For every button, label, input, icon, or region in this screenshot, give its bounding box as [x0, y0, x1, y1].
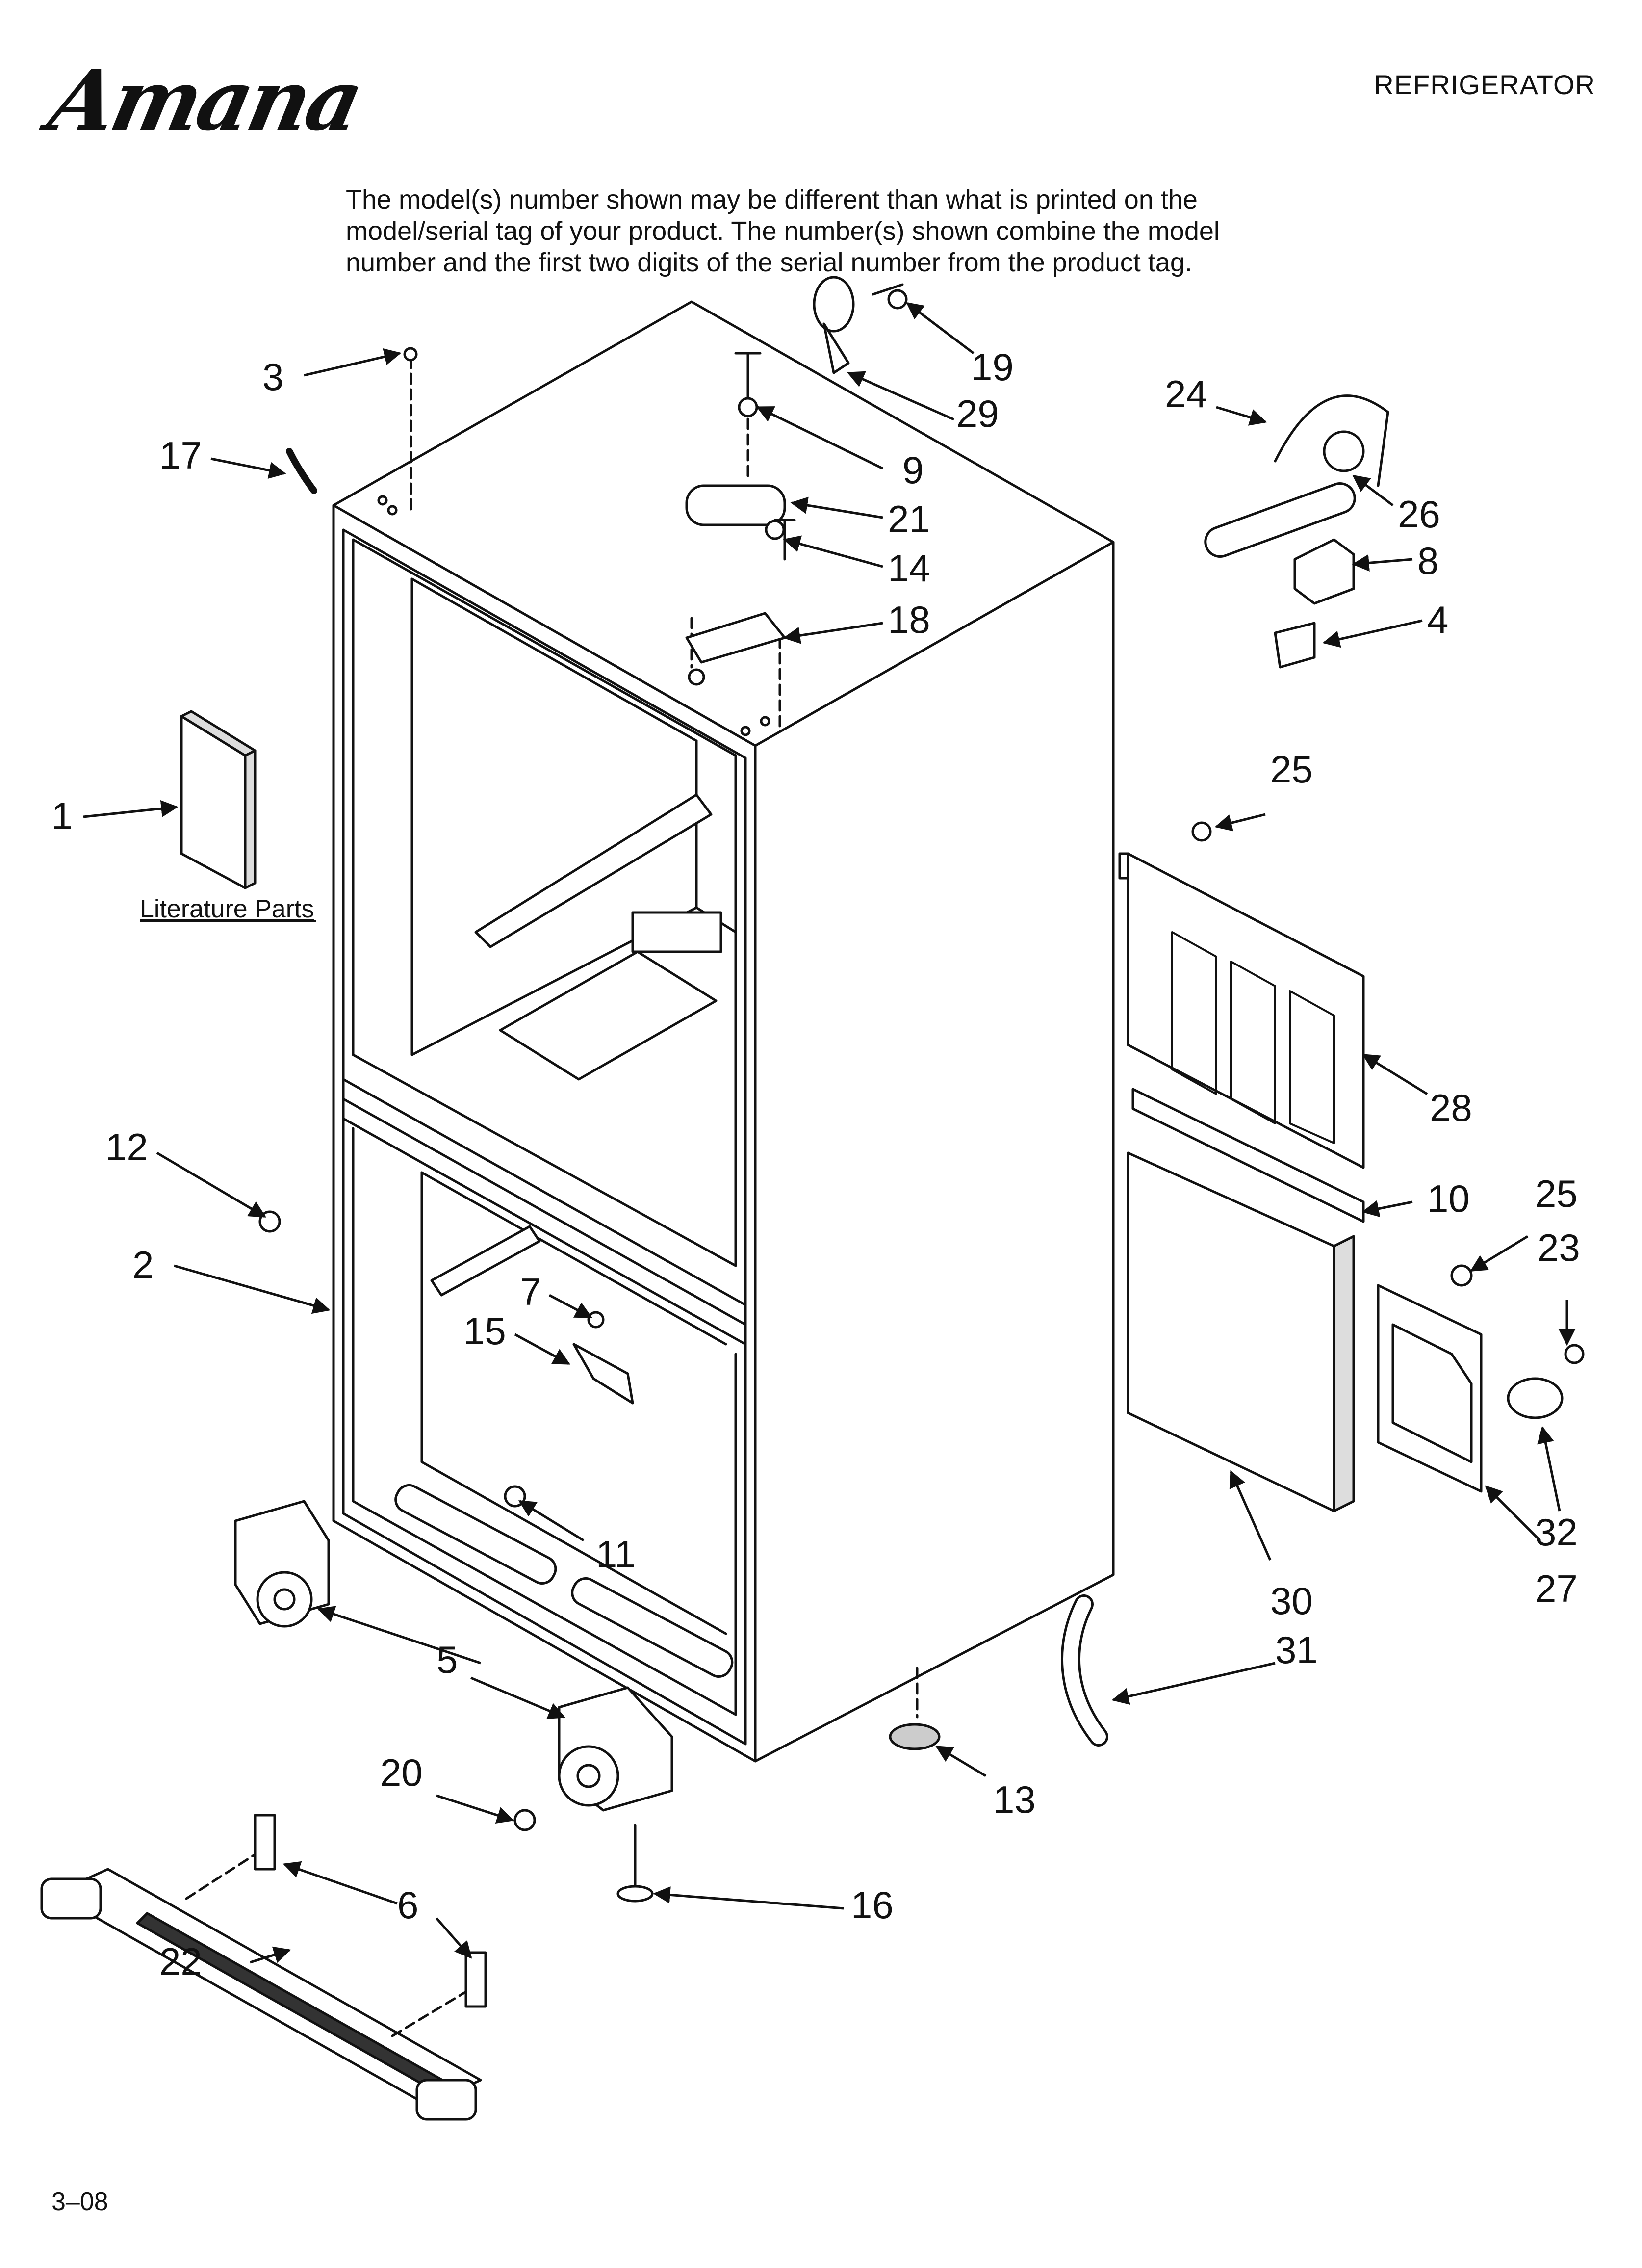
- leveling-leg-illustration: [616, 1824, 654, 1903]
- callout-19: 19: [971, 345, 1014, 389]
- callout-32: 32: [1535, 1511, 1578, 1554]
- callout-5: 5: [436, 1638, 458, 1681]
- callout-24: 24: [1165, 372, 1207, 416]
- callout-31: 31: [1275, 1628, 1318, 1671]
- callout-11: 11: [596, 1533, 636, 1576]
- electrical-bracket-illustration: [1377, 1284, 1564, 1493]
- callout-25: 25: [1270, 748, 1313, 791]
- insulation-panel-illustration: [1127, 1151, 1355, 1512]
- literature-parts-label: Literature Parts: [140, 895, 314, 923]
- literature-parts-booklet-illustration: [180, 710, 257, 889]
- callout-9: 9: [902, 448, 924, 492]
- model-note-line-1: The model(s) number shown may be differe…: [346, 185, 1198, 214]
- callout-12: 12: [105, 1125, 148, 1169]
- callout-30: 30: [1270, 1579, 1313, 1622]
- callout-21: 21: [888, 497, 930, 541]
- callout-26: 26: [1398, 493, 1440, 536]
- callout-18: 18: [888, 598, 930, 641]
- callout-25-bracket: 25: [1535, 1172, 1578, 1215]
- water-tube-illustration: [1204, 394, 1389, 558]
- category-title: REFRIGERATOR: [1374, 69, 1595, 100]
- rail-illustration: [1131, 1088, 1365, 1223]
- callout-23: 23: [1538, 1226, 1580, 1269]
- callout-10: 10: [1427, 1177, 1470, 1220]
- callout-labels: 1 2 3 4 5 6 7 8 9 10 11 12 13 14 15 16 1…: [51, 345, 1580, 1983]
- callout-8: 8: [1417, 539, 1438, 582]
- callout-16: 16: [851, 1883, 894, 1927]
- roller-right-illustration: [558, 1686, 673, 1812]
- cabinet-illustration: [332, 300, 1115, 1763]
- callout-13: 13: [993, 1778, 1036, 1821]
- callout-1: 1: [51, 794, 73, 837]
- callout-22: 22: [159, 1940, 202, 1983]
- model-note: The model(s) number shown may be differe…: [346, 184, 1327, 278]
- callout-6: 6: [397, 1883, 418, 1927]
- roller-left-illustration: [234, 1500, 330, 1628]
- callout-27: 27: [1535, 1567, 1578, 1610]
- model-note-line-3: number and the first two digits of the s…: [346, 248, 1192, 277]
- callout-7: 7: [520, 1270, 541, 1313]
- leader-lines: [83, 302, 1576, 1964]
- screws-illustration: [258, 289, 1585, 1831]
- callout-20: 20: [380, 1751, 423, 1794]
- callout-29: 29: [956, 392, 999, 435]
- model-note-line-2: model/serial tag of your product. The nu…: [346, 216, 1220, 246]
- drain-hose-illustration: [1061, 1594, 1108, 1747]
- roller-bracket-illustration: [813, 276, 904, 374]
- revision-code: 3–08: [51, 2188, 108, 2216]
- rear-access-cover-illustration: [1118, 852, 1365, 1169]
- callout-15: 15: [463, 1309, 506, 1353]
- callout-14: 14: [888, 547, 930, 590]
- callout-2: 2: [132, 1243, 154, 1286]
- callout-4: 4: [1427, 598, 1448, 641]
- connector-illustration: [1274, 538, 1355, 669]
- callout-28: 28: [1430, 1086, 1472, 1129]
- drain-cap-illustration: [889, 1723, 941, 1750]
- toe-grille-illustration: [40, 1814, 487, 2121]
- callout-3: 3: [262, 355, 283, 398]
- callout-17: 17: [159, 434, 202, 477]
